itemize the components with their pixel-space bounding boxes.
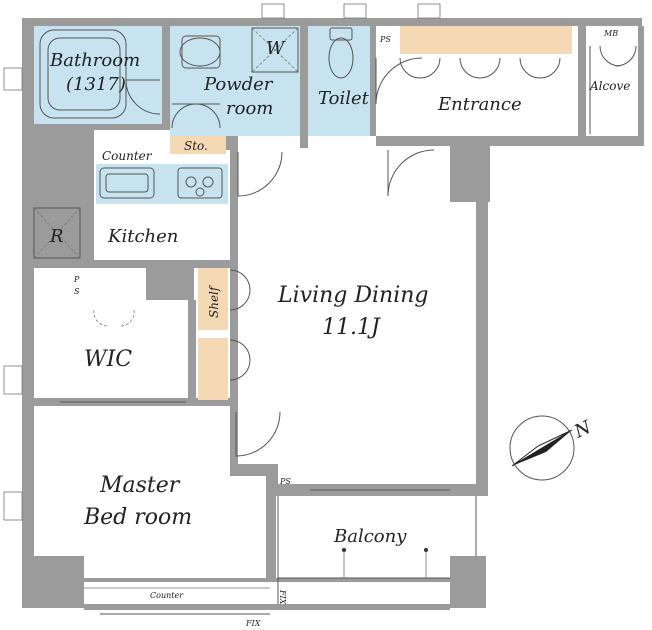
bathroom-size-label: (1317)	[66, 74, 126, 95]
kitchen-label: Kitchen	[107, 226, 178, 247]
fixtures	[33, 27, 354, 259]
ps-left-p-label: P	[73, 275, 80, 284]
doors	[3, 3, 637, 615]
meter-box-label: MB	[603, 29, 618, 38]
room-labels: Bathroom (1317) W Powder room Sto. Toile…	[49, 29, 630, 628]
ps-top-label: PS	[379, 35, 391, 44]
balcony-label: Balcony	[333, 526, 407, 547]
bottom-counter-label: Counter	[150, 591, 184, 600]
powder-room-label-line2: room	[226, 98, 273, 119]
bathroom-label: Bathroom	[49, 50, 140, 71]
alcove-label: Alcove	[589, 79, 630, 93]
fix-bottom-label: FIX	[245, 619, 261, 628]
kitchen-counter-label: Counter	[102, 149, 153, 163]
compass-label: N	[570, 416, 595, 443]
storage-label: Sto.	[184, 139, 208, 153]
master-bedroom-label-line1: Master	[99, 473, 181, 498]
ps-bottom-label: PS	[279, 477, 291, 486]
fridge-label: R	[49, 226, 64, 247]
north-compass	[509, 415, 575, 481]
ps-left-s-label: S	[74, 287, 80, 296]
toilet-label: Toilet	[318, 88, 370, 109]
living-dining-label: Living Dining	[277, 283, 429, 308]
living-dining-size-label: 11.1J	[322, 315, 381, 340]
railings	[84, 496, 477, 604]
washer-label: W	[266, 38, 286, 59]
wet-areas	[34, 26, 370, 204]
entrance-label: Entrance	[437, 94, 522, 115]
wic-label: WIC	[84, 347, 132, 372]
wood-elements	[170, 26, 572, 400]
master-bedroom-label-line2: Bed room	[83, 505, 192, 530]
powder-room-label-line1: Powder	[203, 74, 274, 95]
fix-vertical-label: FIX	[278, 589, 287, 605]
shelf-label: Shelf	[207, 284, 221, 318]
